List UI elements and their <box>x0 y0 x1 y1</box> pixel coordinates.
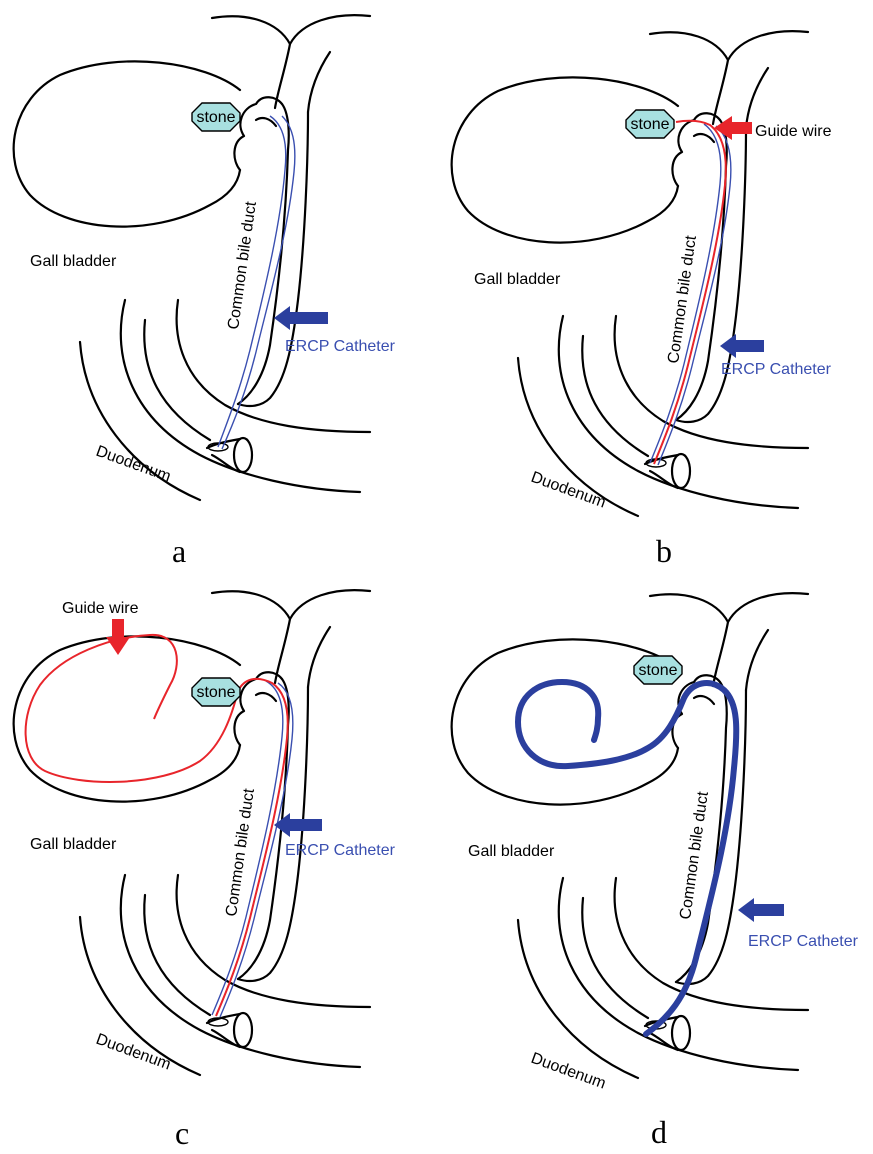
duodenum-label: Duodenum <box>94 1031 173 1074</box>
guide-wire-label: Guide wire <box>755 123 832 140</box>
panel-b: stone Guide wire ERCP Catheter Gall blad… <box>452 31 832 569</box>
panel-letter-c: c <box>175 1115 189 1151</box>
anatomy-drawing <box>14 590 370 1075</box>
guide-wire-arrow <box>106 619 130 655</box>
panel-a: stone ERCP Catheter Gall bladder Common … <box>14 15 396 569</box>
stone-label: stone <box>630 116 669 133</box>
duodenum-label: Duodenum <box>529 469 608 512</box>
stone-label: stone <box>196 684 235 701</box>
ercp-catheter-label: ERCP Catheter <box>285 338 396 355</box>
catheter-arrow <box>274 306 328 330</box>
panel-letter-b: b <box>656 533 672 569</box>
common-bile-duct-label: Common bile duct <box>677 790 712 921</box>
stone-label: stone <box>196 109 235 126</box>
panel-letter-d: d <box>651 1114 667 1150</box>
common-bile-duct-label: Common bile duct <box>225 200 260 331</box>
guide-wire-label: Guide wire <box>62 600 139 617</box>
gall-bladder-label: Gall bladder <box>468 843 555 860</box>
ercp-catheter-label: ERCP Catheter <box>748 933 859 950</box>
stone: stone <box>634 656 682 684</box>
ercp-catheter-line <box>218 116 286 447</box>
ercp-catheter-label: ERCP Catheter <box>721 361 832 378</box>
stone: stone <box>192 678 240 706</box>
panel-d: stone ERCP Catheter Gall bladder Common … <box>452 593 859 1150</box>
panel-letter-a: a <box>172 533 186 569</box>
gall-bladder-label: Gall bladder <box>30 836 117 853</box>
catheter-arrow <box>720 334 764 358</box>
duodenum-label: Duodenum <box>529 1050 608 1093</box>
catheter-arrow <box>738 898 784 922</box>
anatomy-drawing <box>452 593 808 1078</box>
ercp-catheter-label: ERCP Catheter <box>285 842 396 859</box>
stone: stone <box>192 103 240 131</box>
panel-c: stone Guide wire ERCP Catheter Gall blad… <box>14 590 396 1151</box>
stone-label: stone <box>638 662 677 679</box>
duodenum-label: Duodenum <box>94 443 173 486</box>
common-bile-duct-label: Common bile duct <box>223 787 258 918</box>
stone: stone <box>626 110 674 138</box>
common-bile-duct-label: Common bile duct <box>665 234 700 365</box>
gall-bladder-label: Gall bladder <box>30 253 117 270</box>
gall-bladder-label: Gall bladder <box>474 271 561 288</box>
